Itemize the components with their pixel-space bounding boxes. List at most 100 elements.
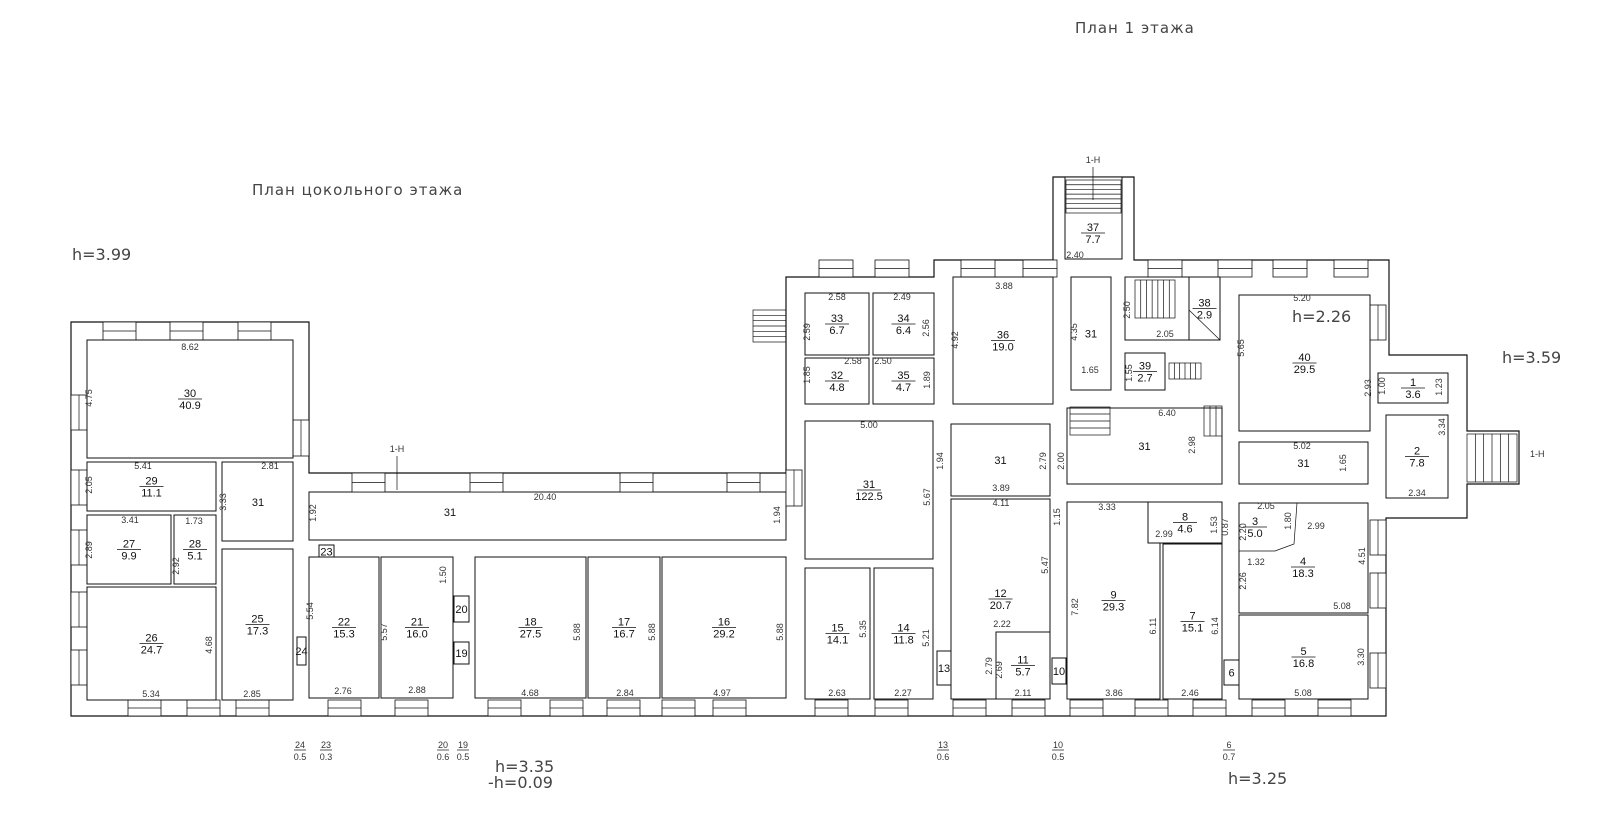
room-number: 26 — [145, 633, 157, 645]
room-number: 36 — [997, 330, 1009, 342]
room-number: 3 — [1252, 516, 1258, 528]
window-icon — [70, 591, 88, 628]
room-labels: 3040.92911.131279.9285.12624.72517.33124… — [117, 222, 1429, 680]
room-area: 17.3 — [247, 626, 268, 638]
room-area: 11.1 — [141, 488, 162, 500]
dimension-label: 1.80 — [1283, 512, 1293, 530]
window-icon — [327, 699, 362, 717]
dimension-label: 5.41 — [134, 461, 152, 471]
height-room-40: h=2.26 — [1292, 307, 1351, 326]
dimension-label: 2.49 — [893, 292, 911, 302]
dimension-label: 5.54 — [305, 602, 315, 620]
room-31 — [950, 423, 1051, 497]
room-number: 5 — [1300, 646, 1306, 658]
dimension-label: 2.79 — [984, 657, 994, 675]
stair-icon — [1203, 405, 1223, 437]
room-area: 4.8 — [829, 382, 844, 394]
dimension-label: 1.94 — [935, 452, 945, 470]
room-number: 1 — [1410, 377, 1416, 389]
height-left: h=3.99 — [72, 245, 131, 264]
room-number: 8 — [1182, 512, 1188, 524]
room-number: 34 — [897, 313, 909, 325]
room-number: 4 — [1300, 556, 1306, 568]
dimension-label: 4.68 — [521, 688, 539, 698]
dimension-label: 2.58 — [844, 356, 862, 366]
dimension-label: 2.27 — [894, 688, 912, 698]
room-area: 5.7 — [1015, 667, 1030, 679]
window-icon — [394, 699, 429, 717]
dimension-label: 2.40 — [1066, 250, 1084, 260]
dimension-label: 5.65 — [1236, 339, 1246, 357]
room-number: 11 — [1017, 655, 1028, 667]
room-4 — [1238, 502, 1369, 614]
section-mark: 1-Н — [1530, 449, 1545, 459]
room-31 — [1238, 441, 1369, 485]
dimension-label: 4.11 — [993, 498, 1010, 508]
room-area: 40.9 — [179, 400, 200, 412]
room-area: 5.1 — [187, 551, 202, 563]
legend-room-number: 10 — [1053, 740, 1063, 750]
window-icon — [952, 699, 987, 717]
dimension-label: 3.41 — [121, 515, 139, 525]
room-area: 24.7 — [141, 645, 162, 657]
room-number: 23 — [320, 547, 332, 559]
dimension-label: 2.11 — [1015, 688, 1032, 698]
dimension-label: 8.62 — [181, 342, 199, 352]
room-area: 27.5 — [520, 629, 541, 641]
height-bottom-right: h=3.25 — [1228, 769, 1287, 788]
dimension-label: 2.34 — [1408, 488, 1426, 498]
window-icon — [661, 699, 696, 717]
dimension-label: 5.21 — [921, 629, 931, 647]
room-number: 9 — [1110, 590, 1116, 602]
stair-block — [1124, 276, 1190, 341]
stair-icon — [1065, 179, 1122, 214]
dimension-label: 3.89 — [992, 483, 1010, 493]
room-number: 25 — [251, 614, 263, 626]
dimension-label: 1.32 — [1247, 557, 1265, 567]
dimension-label: 2.05 — [1257, 501, 1275, 511]
dimension-label: 5.88 — [572, 623, 582, 641]
room-number: 17 — [618, 617, 630, 629]
room-area: 16.7 — [613, 629, 634, 641]
room-number: 31 — [1085, 329, 1097, 341]
stair-icon — [752, 309, 787, 343]
dimension-label: 2.99 — [1155, 529, 1173, 539]
room-area: 7.7 — [1085, 234, 1100, 246]
window-icon — [1022, 259, 1058, 278]
dimension-label: 1.65 — [1081, 365, 1099, 375]
dimension-label: 5.34 — [142, 689, 160, 699]
window-icon — [70, 649, 88, 686]
room-3-partition — [1239, 502, 1298, 552]
legend-room-area: 0.3 — [320, 752, 333, 762]
dimension-label: 3.33 — [218, 493, 228, 511]
room-number: 20 — [455, 604, 467, 616]
dimension-label: 2.89 — [84, 541, 94, 559]
room-number: 6 — [1228, 668, 1234, 680]
room-number: 31 — [994, 455, 1006, 467]
window-icon — [874, 259, 910, 278]
room-number: 18 — [524, 617, 536, 629]
dimension-label: 0.87 — [1220, 518, 1230, 536]
stair-tower — [1064, 176, 1123, 260]
dimension-label: 5.88 — [775, 623, 785, 641]
room-area: 20.7 — [990, 600, 1011, 612]
windows — [70, 259, 1387, 717]
legend-room-area: 0.5 — [1052, 752, 1065, 762]
stair-icon — [1069, 406, 1111, 436]
room-number: 22 — [338, 617, 350, 629]
window-icon — [1369, 519, 1387, 556]
legend-room-area: 0.5 — [294, 752, 307, 762]
room-number: 31 — [1297, 458, 1309, 470]
stair-icon — [1466, 433, 1518, 483]
room-area: 6.4 — [896, 325, 911, 337]
dimension-label: 1.65 — [1338, 454, 1348, 472]
room-area: 2.7 — [1137, 373, 1152, 385]
room-32 — [804, 357, 870, 405]
dimension-label: 1.23 — [1434, 378, 1444, 396]
room-number: 28 — [189, 539, 201, 551]
dimension-label: 2.46 — [1181, 688, 1199, 698]
room-31 — [221, 461, 294, 542]
window-icon — [186, 699, 221, 717]
